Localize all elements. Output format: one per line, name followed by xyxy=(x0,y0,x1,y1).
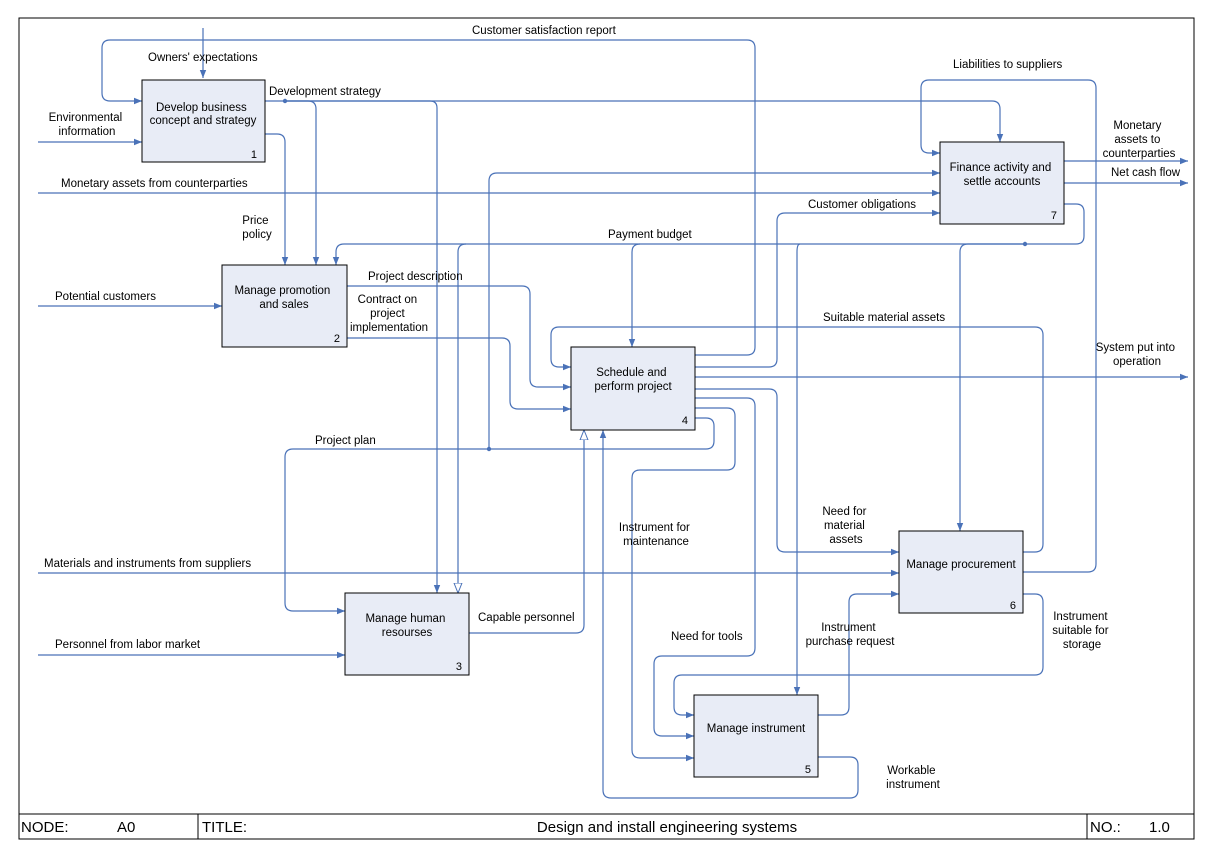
arrow-need-tools xyxy=(653,397,756,740)
activity-3-title: Manage human resourses xyxy=(365,613,448,639)
label-instrument-storage: Instrument suitable for storage xyxy=(1052,611,1111,651)
activity-7-title: Finance activity and settle accounts xyxy=(950,162,1055,188)
arrow-project-plan xyxy=(284,417,715,615)
label-customer-satisfaction: Customer satisfaction report xyxy=(472,25,617,37)
label-need-material: Need for material assets xyxy=(822,506,869,546)
label-potential-customers: Potential customers xyxy=(55,291,156,303)
footer-no-label: NO.: xyxy=(1090,819,1121,836)
arrow-payment-budget xyxy=(332,203,1085,265)
label-personnel-market: Personnel from labor market xyxy=(55,639,201,651)
arrow-contract xyxy=(347,337,571,413)
activity-3-number: 3 xyxy=(456,661,462,673)
activity-4-number: 4 xyxy=(682,415,688,427)
footer-node-value: A0 xyxy=(117,819,135,836)
arrow-suitable-material xyxy=(550,326,1044,553)
label-capable-personnel: Capable personnel xyxy=(478,612,575,624)
label-instrument-maintenance: Instrument for maintenance xyxy=(619,522,693,548)
arrow-payment-budget-to-instrument xyxy=(793,243,801,695)
footer-node-label: NODE: xyxy=(21,819,69,836)
activity-4-title: Schedule and perform project xyxy=(594,367,672,393)
activity-box-1[interactable]: Develop business concept and strategy 1 xyxy=(141,79,266,163)
arrow-project-description xyxy=(347,285,571,391)
arrow-plan-to-finance xyxy=(488,169,940,449)
activity-box-7[interactable]: Finance activity and settle accounts 7 xyxy=(939,141,1065,225)
activity-1-title: Develop business concept and strategy xyxy=(150,102,257,127)
arrow-payment-budget-to-hr xyxy=(458,243,467,593)
arrow-workable-instrument xyxy=(599,430,859,799)
label-project-plan: Project plan xyxy=(315,435,376,447)
label-price-policy: Price policy xyxy=(242,215,272,241)
activity-2-title: Manage promotion and sales xyxy=(234,285,333,311)
arrow-payment-budget-to-project xyxy=(628,243,641,347)
diagram-frame xyxy=(18,17,1195,840)
label-workable-instrument: Workable instrument xyxy=(886,765,940,791)
activity-5-title: Manage instrument xyxy=(707,723,806,735)
arrow-liabilities xyxy=(920,79,1097,573)
label-monetary-from-counterparties: Monetary assets from counterparties xyxy=(61,178,248,190)
activity-box-4[interactable]: Schedule and perform project 4 xyxy=(570,346,696,431)
arrow-instrument-storage xyxy=(673,593,1044,719)
arrow-customer-satisfaction xyxy=(101,39,756,356)
label-suitable-material: Suitable material assets xyxy=(823,312,945,324)
footer-title-label: TITLE: xyxy=(202,819,247,836)
activity-box-2[interactable]: Manage promotion and sales 2 xyxy=(221,264,348,348)
activity-6-number: 6 xyxy=(1010,600,1016,612)
label-liabilities: Liabilities to suppliers xyxy=(953,59,1063,71)
label-project-description: Project description xyxy=(368,271,463,283)
arrow-labels: Customer satisfaction report Owners' exp… xyxy=(44,25,1181,791)
activity-box-5[interactable]: Manage instrument 5 xyxy=(693,694,819,778)
arrow-price-policy xyxy=(265,133,289,265)
label-monetary-to-counterparties: Monetary assets to counterparties xyxy=(1103,120,1176,160)
label-payment-budget: Payment budget xyxy=(608,229,693,241)
arrow-need-material xyxy=(695,388,899,556)
label-customer-obligations: Customer obligations xyxy=(808,199,916,211)
label-environmental-info: Environmental information xyxy=(49,112,126,138)
activity-6-title: Manage procurement xyxy=(906,559,1016,571)
arrow-strategy-to-hr xyxy=(285,100,441,593)
footer: NODE: A0 TITLE: Design and install engin… xyxy=(19,813,1194,839)
arrow-instrument-maintenance xyxy=(631,407,736,762)
arrow-capable-personnel xyxy=(469,430,584,634)
footer-no-value: 1.0 xyxy=(1149,819,1170,836)
arrow-purchase-request xyxy=(818,590,899,716)
label-net-cash-flow: Net cash flow xyxy=(1111,167,1181,179)
flow-lines xyxy=(38,28,1188,799)
activity-box-3[interactable]: Manage human resourses 3 xyxy=(344,592,470,676)
label-purchase-request: Instrument purchase request xyxy=(806,622,896,648)
activity-box-6[interactable]: Manage procurement 6 xyxy=(898,530,1024,614)
label-materials-from-suppliers: Materials and instruments from suppliers xyxy=(44,558,251,570)
label-development-strategy: Development strategy xyxy=(269,86,381,98)
arrow-customer-obligations xyxy=(695,209,940,368)
label-contract: Contract on project implementation xyxy=(350,294,428,334)
activity-1-number: 1 xyxy=(251,149,257,161)
label-need-tools: Need for tools xyxy=(671,631,743,643)
activity-2-number: 2 xyxy=(334,333,340,345)
footer-title-value: Design and install engineering systems xyxy=(537,819,797,836)
activity-5-number: 5 xyxy=(805,764,811,776)
arrow-payment-budget-to-procurement xyxy=(956,243,1025,531)
label-owners-expectations: Owners' expectations xyxy=(148,52,258,64)
label-system-operation: System put into operation xyxy=(1096,342,1178,368)
arrow-strategy-to-finance xyxy=(265,100,1004,142)
arrow-strategy-to-sales xyxy=(285,100,320,265)
activity-7-number: 7 xyxy=(1051,210,1057,222)
